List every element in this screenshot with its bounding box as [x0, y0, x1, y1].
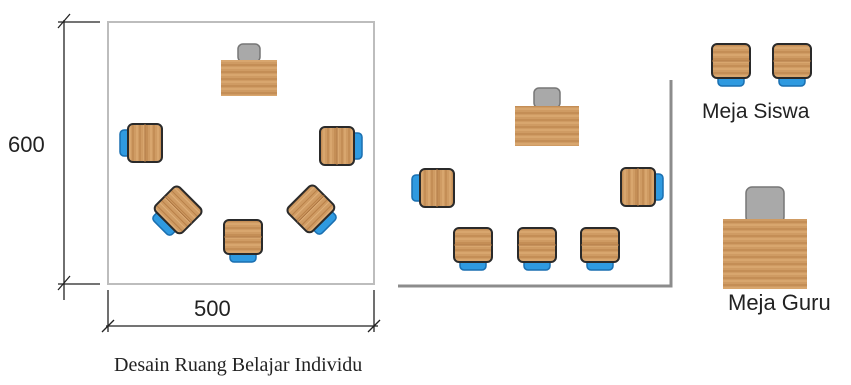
student-desk-left-1	[119, 123, 163, 163]
height-label: 600	[8, 132, 45, 157]
teacher-desk-left	[221, 43, 277, 96]
student-desk-right-2	[620, 167, 664, 207]
width-dimension-line	[101, 290, 381, 333]
legend-student-desk-icon-2	[772, 43, 812, 87]
legend-student-desk-label: Meja Siswa	[702, 100, 810, 123]
width-label: 500	[194, 296, 231, 321]
student-desk-right-3	[453, 227, 493, 271]
student-desk-left-2	[319, 126, 363, 166]
student-desk-right-1	[411, 168, 455, 208]
room-walls-right	[398, 80, 673, 288]
student-desk-right-5	[580, 227, 620, 271]
legend-teacher-desk-label: Meja Guru	[728, 290, 831, 315]
teacher-desk-right	[515, 87, 579, 146]
legend-teacher-desk-icon	[723, 186, 807, 289]
legend-student-desk-icon-1	[711, 43, 751, 87]
figure-caption: Desain Ruang Belajar Individu	[114, 354, 363, 376]
height-dimension-line	[57, 13, 100, 300]
student-desk-right-4	[517, 227, 557, 271]
student-desk-left-5	[223, 219, 263, 263]
